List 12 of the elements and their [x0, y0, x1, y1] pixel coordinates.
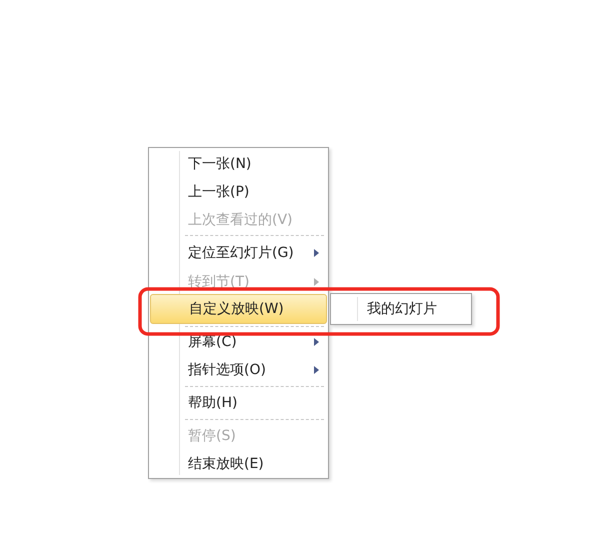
- context-menu: [148, 147, 329, 479]
- menu-item: 帮助(H): [188, 394, 238, 412]
- menu-item: 上次查看过的(V): [188, 211, 293, 229]
- menu-item: 定位至幻灯片(G): [188, 244, 294, 262]
- menu-item: 上一张(P): [188, 183, 250, 201]
- menu-item: 结束放映(E): [188, 455, 264, 473]
- menu-item: 暂停(S): [188, 427, 236, 445]
- menu-item: 转到节(T): [188, 273, 250, 291]
- menu-item: 指针选项(O): [188, 361, 266, 379]
- menu-item: 下一张(N): [188, 155, 252, 173]
- highlighted-menu-item: 自定义放映(W): [150, 294, 327, 324]
- menu-item: 我的幻灯片: [367, 300, 437, 318]
